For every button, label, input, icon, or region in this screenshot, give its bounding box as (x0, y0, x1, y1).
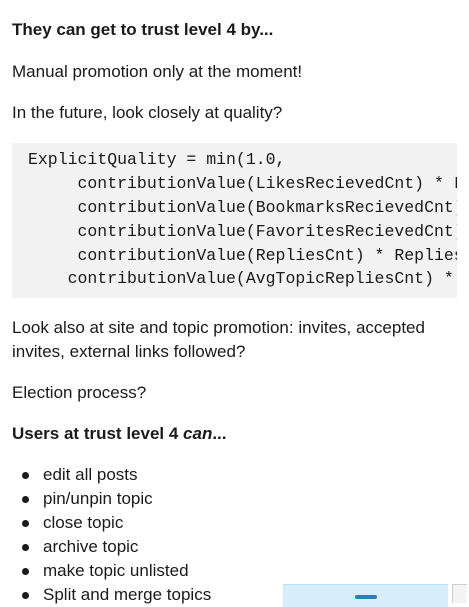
list-item-text: close topic (43, 513, 124, 532)
heading-emphasis: can (183, 424, 213, 443)
bullet-icon (22, 592, 29, 599)
list-item: close topic (12, 511, 211, 535)
list-item-text: make topic unlisted (43, 561, 189, 580)
code-line: contributionValue(BookmarksRecievedCnt) … (77, 198, 458, 217)
bullet-icon (22, 472, 29, 479)
list-item-text: archive topic (43, 537, 139, 556)
list-item: edit all posts (12, 463, 211, 487)
list-item: make topic unlisted (12, 559, 211, 583)
code-line: ExplicitQuality = min(1.0, (28, 150, 286, 169)
list-item-text: edit all posts (43, 465, 138, 484)
list-item-text: Split and merge topics (43, 585, 212, 604)
list-item: Split and merge topics (12, 583, 211, 607)
bullet-icon (22, 520, 29, 527)
heading-users-at-trust-level-4-can: Users at trust level 4 can... (12, 422, 227, 446)
permissions-list: edit all posts pin/unpin topic close top… (12, 463, 211, 607)
heading-prefix: Users at trust level 4 (12, 424, 184, 443)
code-line: contributionValue(FavoritesRecievedCnt) … (77, 222, 458, 241)
code-block: ExplicitQuality = min(1.0, contributionV… (12, 143, 457, 298)
election-process-text: Election process? (12, 383, 147, 402)
list-item: archive topic (12, 535, 211, 559)
code-line: contributionValue(AvgTopicRepliesCnt) * … (28, 269, 457, 288)
site-promotion-text: Look also at site and topic promotion: i… (12, 318, 425, 361)
code-line: contributionValue(LikesRecievedCnt) * Li… (77, 174, 458, 193)
code-line: contributionValue(RepliesCnt) * RepliesW… (77, 246, 458, 265)
scrollbar[interactable] (452, 584, 467, 603)
heading-trust-level-4-by: They can get to trust level 4 by... (12, 20, 274, 39)
bullet-icon (22, 496, 29, 503)
bullet-icon (22, 544, 29, 551)
manual-promotion-text: Manual promotion only at the moment! (12, 62, 303, 81)
bullet-icon (22, 568, 29, 575)
list-item: pin/unpin topic (12, 487, 211, 511)
future-quality-text: In the future, look closely at quality? (12, 103, 283, 122)
toolbar-handle-icon[interactable] (355, 595, 377, 599)
floating-toolbar[interactable] (283, 584, 448, 607)
heading-suffix: ... (212, 424, 227, 443)
list-item-text: pin/unpin topic (43, 489, 153, 508)
